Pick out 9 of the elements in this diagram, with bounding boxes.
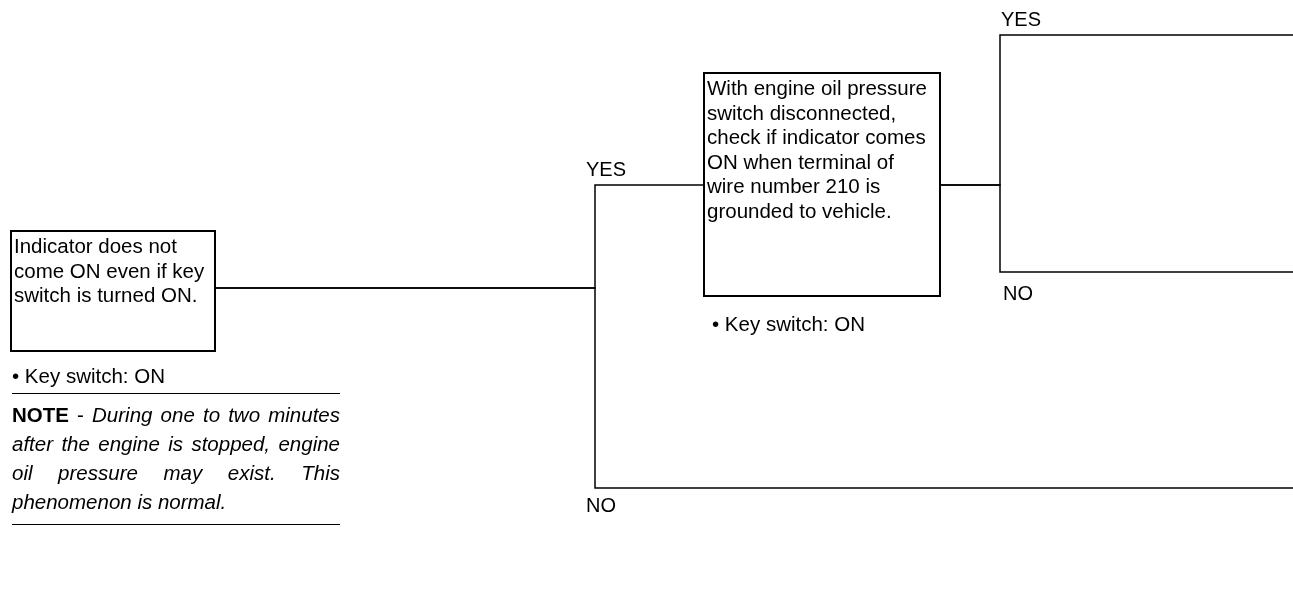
connector-line [215,287,1293,489]
note-text: NOTE - During one to two minutes after the engine is stopped, engine oil pressure may exist. This phenomenon is normal. [12,393,340,525]
condition-note: • Key switch: ON [712,312,865,336]
box-text: Indicator does not come ON even if key switch is turned ON. [14,234,206,308]
box-text: With engine oil pressure switch disconnected, check if indicator comes ON when terminal of wire number 210 is grounded to vehicle. [707,76,928,223]
process-box [10,230,216,352]
condition-note: • Key switch: ON [12,364,165,388]
connector-line [940,184,1293,273]
process-box [703,72,941,297]
